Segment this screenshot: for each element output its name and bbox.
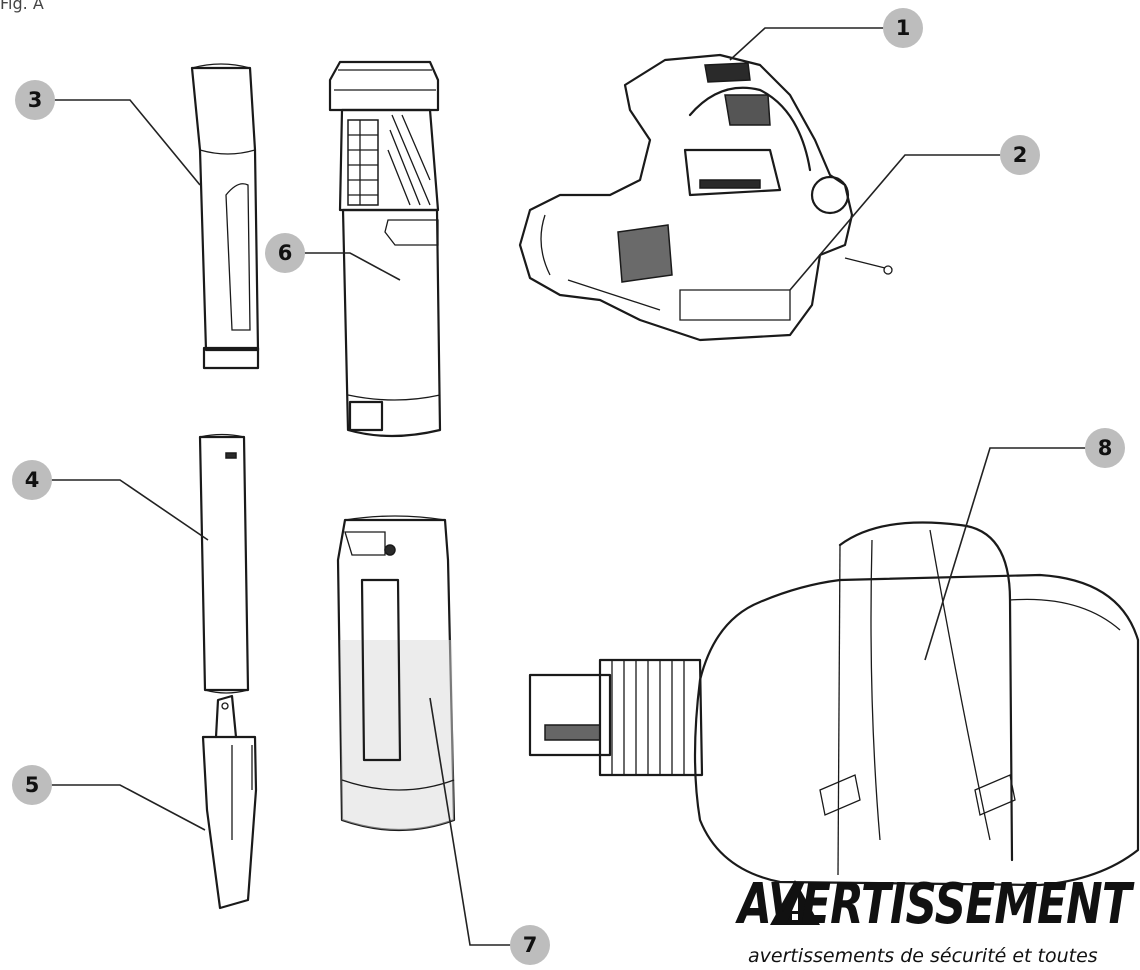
svg-text:7: 7 [523, 933, 538, 957]
warning-subtitle: avertissements de sécurité et toutes [748, 945, 1098, 967]
callout-4: 4 [12, 460, 52, 500]
part-6-vacuum-tube [328, 60, 442, 438]
part-3-blower-tube [190, 63, 260, 370]
bag-coupling-hose [528, 658, 704, 777]
leader-4 [47, 479, 209, 541]
warning-triangle-icon [770, 880, 820, 925]
vacuum-grille [347, 114, 431, 206]
callout-3: 3 [15, 80, 55, 120]
leader-8 [924, 447, 1090, 661]
svg-text:2: 2 [1013, 143, 1028, 167]
part-8-collection-bag [528, 521, 1140, 887]
callout-8: 8 [1085, 428, 1125, 468]
leader-1 [729, 27, 888, 61]
svg-text:4: 4 [25, 468, 40, 492]
leader-2 [789, 154, 1005, 291]
part-4-tube [198, 433, 250, 694]
leader-lines [47, 27, 1090, 946]
svg-text:8: 8 [1098, 436, 1113, 460]
callout-5: 5 [12, 765, 52, 805]
leader-7 [429, 697, 515, 946]
warning-title: AVERTISSEMENT : [738, 872, 1140, 937]
callout-2: 2 [1000, 135, 1040, 175]
leader-3 [50, 99, 201, 186]
svg-text:3: 3 [28, 88, 43, 112]
svg-text:1: 1 [896, 16, 911, 40]
part-1-2-motor-body [518, 53, 893, 342]
svg-text:5: 5 [25, 773, 40, 797]
part-5-nozzle [201, 694, 258, 910]
figure-label: Fig. A [0, 0, 44, 13]
part-7-blower-tube [336, 515, 456, 832]
leader-6 [300, 252, 401, 281]
leader-5 [47, 784, 206, 831]
svg-text:6: 6 [278, 241, 293, 265]
callout-6: 6 [265, 233, 305, 273]
callout-7: 7 [510, 925, 550, 965]
callout-1: 1 [883, 8, 923, 48]
